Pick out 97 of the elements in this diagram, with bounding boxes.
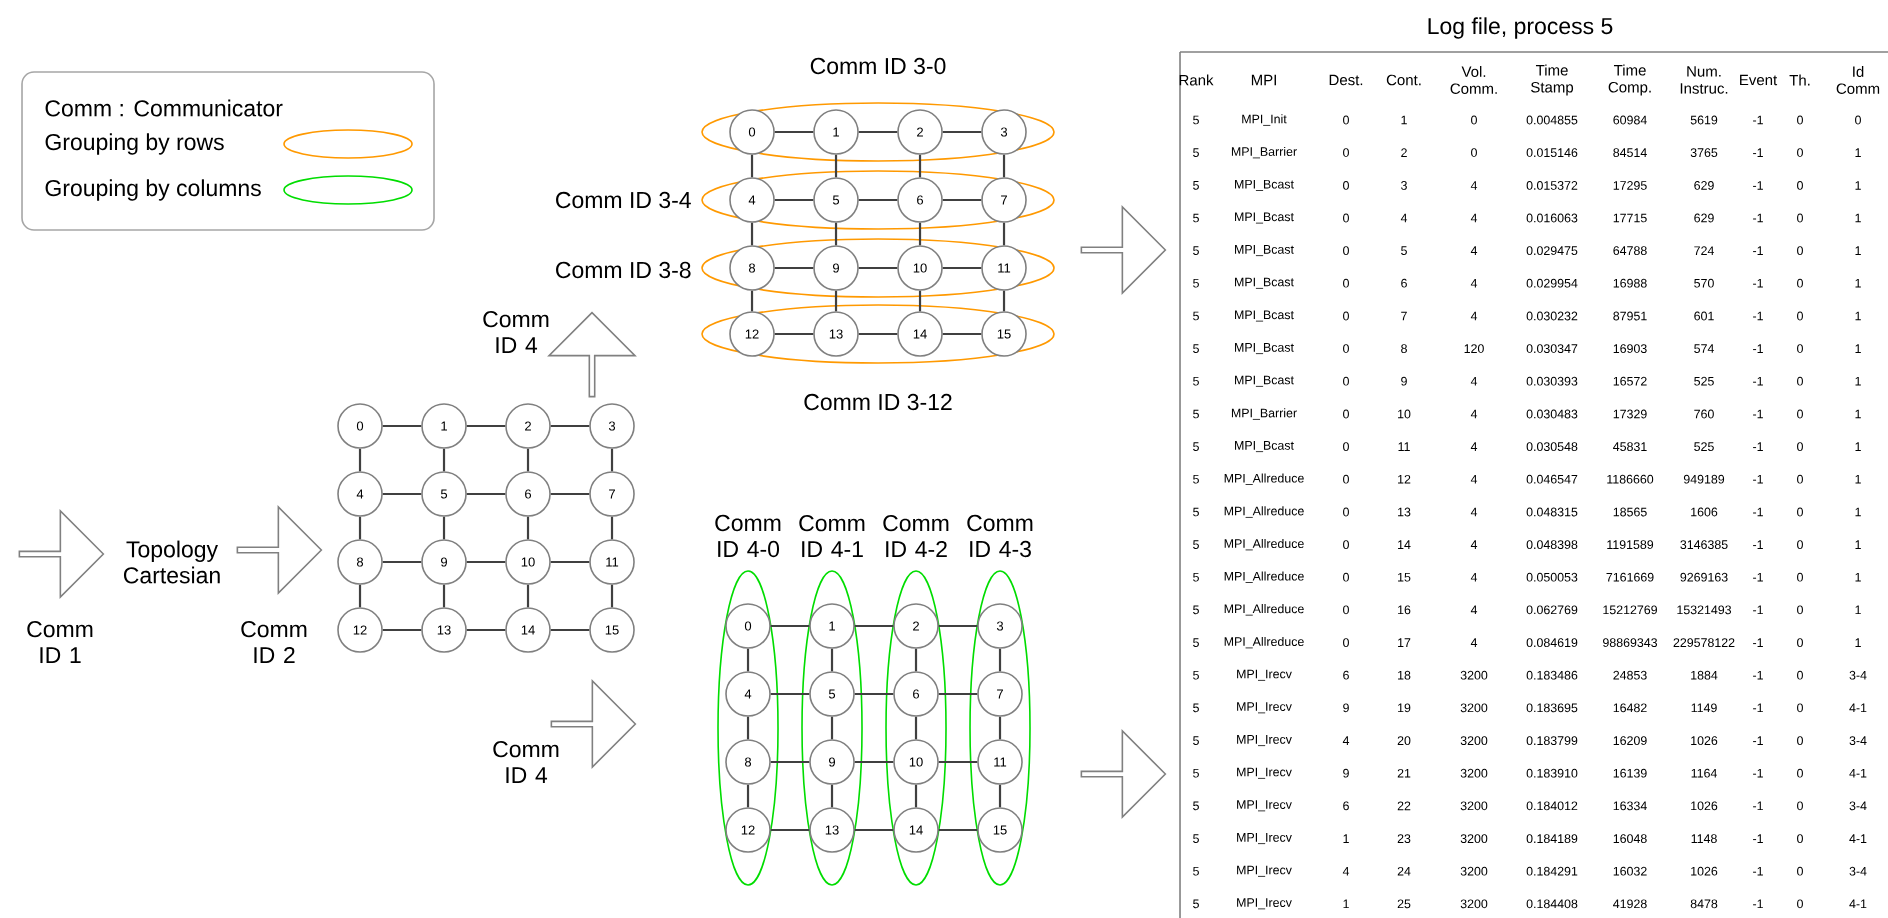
group-label: Comm ID 4-2 <box>883 515 949 558</box>
group-label: Comm ID 3-0 <box>810 57 946 75</box>
connector-line <box>750 222 754 246</box>
connector-line <box>526 448 530 472</box>
connector-line <box>938 828 978 832</box>
connector-line <box>918 290 922 312</box>
connector-line <box>750 154 754 178</box>
connector-line <box>1002 290 1006 312</box>
connector-line <box>382 424 422 428</box>
connector-line <box>382 492 422 496</box>
connector-line <box>466 560 506 564</box>
connector-line <box>942 266 982 270</box>
connector-line <box>550 628 590 632</box>
connector-line <box>746 716 750 740</box>
connector-line <box>830 648 834 672</box>
connector-line <box>854 692 894 696</box>
grouping-ellipse <box>885 570 947 886</box>
grouping-ellipse <box>717 570 779 886</box>
group-label: Comm ID 4-3 <box>967 514 1033 558</box>
connector-line <box>610 448 614 472</box>
arrow-caption: Comm ID 4 <box>493 741 559 784</box>
grouping-ellipse <box>701 170 1055 230</box>
group-label: Comm ID 3-4 <box>556 191 691 209</box>
connector-line <box>358 584 362 608</box>
connector-line <box>998 648 1002 672</box>
connector-line <box>854 760 894 764</box>
connector-line <box>834 222 838 246</box>
connector-line <box>466 628 506 632</box>
connector-line <box>938 624 978 628</box>
connector-line <box>770 624 810 628</box>
group-label: Comm ID 3-12 <box>804 393 952 411</box>
connector-line <box>942 332 982 336</box>
connector-line <box>774 198 814 202</box>
legend-text: Grouping by rows <box>45 133 224 155</box>
connector-line <box>830 716 834 740</box>
grouping-ellipse <box>701 238 1055 298</box>
connector-line <box>858 332 898 336</box>
connector-line <box>774 266 814 270</box>
connector-line <box>550 424 590 428</box>
connector-line <box>854 624 894 628</box>
connector-line <box>1002 154 1006 178</box>
connector-line <box>834 154 838 178</box>
connector-line <box>858 198 898 202</box>
connector-line <box>746 648 750 672</box>
group-label: Comm ID 3-8 <box>556 261 691 279</box>
connector-line <box>914 716 918 740</box>
connector-line <box>914 648 918 672</box>
connector-line <box>914 784 918 808</box>
connector-line <box>830 784 834 808</box>
connector-line <box>550 560 590 564</box>
grouping-ellipse <box>701 304 1055 364</box>
connector-line <box>746 784 750 808</box>
table-title: Log file, process 5 <box>1428 17 1613 39</box>
grouping-ellipse <box>701 102 1055 162</box>
grouping-ellipse <box>969 570 1031 886</box>
grouping-ellipse <box>801 570 863 886</box>
connector-line <box>834 290 838 312</box>
connector-line <box>918 222 922 246</box>
connector-line <box>918 154 922 178</box>
connector-line <box>854 828 894 832</box>
connector-line <box>382 628 422 632</box>
connector-line <box>526 584 530 608</box>
connector-line <box>858 266 898 270</box>
connector-line <box>770 760 810 764</box>
connector-line <box>998 784 1002 808</box>
arrow-caption: Comm ID 1 <box>27 621 93 664</box>
arrow-caption: Comm ID 4 <box>483 311 549 354</box>
connector-line <box>938 760 978 764</box>
connector-line <box>998 716 1002 740</box>
connector-line <box>442 516 446 540</box>
connector-line <box>858 130 898 134</box>
connector-line <box>938 692 978 696</box>
connector-line <box>466 424 506 428</box>
connector-line <box>942 130 982 134</box>
connector-line <box>774 332 814 336</box>
connector-line <box>442 584 446 608</box>
connector-line <box>770 692 810 696</box>
connector-line <box>610 516 614 540</box>
arrow-caption: Comm ID 2 <box>241 621 307 664</box>
connector-line <box>382 560 422 564</box>
connector-line <box>1002 222 1006 246</box>
connector-line <box>442 448 446 472</box>
connector-line <box>610 584 614 608</box>
connector-line <box>358 448 362 472</box>
connector-line <box>358 516 362 540</box>
group-label: Comm ID 4-0 <box>715 514 781 558</box>
connector-line <box>770 828 810 832</box>
connector-line <box>774 130 814 134</box>
connector-line <box>942 198 982 202</box>
connector-line <box>466 492 506 496</box>
legend-note: Comm : Communicator <box>45 99 283 117</box>
topology-label: Topology Cartesian <box>123 540 220 584</box>
connector-line <box>750 290 754 312</box>
connector-line <box>550 492 590 496</box>
group-label: Comm ID 4-1 <box>799 515 865 558</box>
connector-line <box>526 516 530 540</box>
legend-text: Grouping by columns <box>45 179 261 201</box>
